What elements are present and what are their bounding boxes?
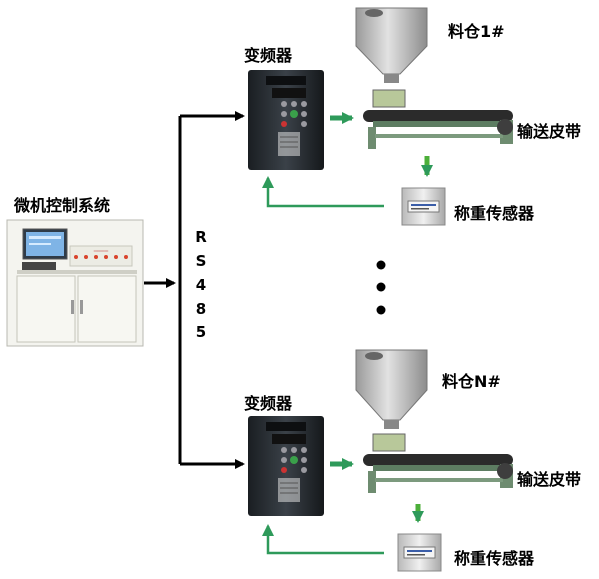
bus-char: 5 [195, 323, 207, 341]
bin-label: 料仓N# [442, 372, 501, 391]
ellipsis-dot [376, 282, 386, 292]
bus-char: 8 [195, 300, 207, 318]
sensor-label: 称重传感器 [454, 204, 535, 223]
vfd-label: 变频器 [244, 46, 293, 65]
bus-char: R [195, 228, 207, 246]
rs485-bus-wires [144, 111, 245, 469]
feeder-branch-n [248, 349, 513, 572]
conveyor-label: 输送皮带 [517, 122, 582, 141]
bin-image [355, 349, 428, 429]
feeder-branch-1 [248, 7, 513, 226]
vfd-image [248, 416, 324, 516]
vfd-image [248, 70, 324, 170]
bin-label: 料仓1# [448, 22, 505, 41]
bus-char: 4 [195, 276, 207, 294]
ellipsis-dot [376, 305, 386, 315]
ellipsis-dot [376, 260, 386, 270]
controller-cabinet-image: ════════ [6, 219, 144, 347]
load-cell-image [397, 533, 442, 572]
conveyor-label: 输送皮带 [517, 470, 582, 489]
conveyor-image [363, 433, 513, 493]
bus-char: S [195, 252, 207, 270]
bin-image [355, 7, 428, 83]
feedback-line [262, 524, 384, 555]
controller-label: 微机控制系统 [14, 196, 111, 215]
load-cell-image [401, 187, 446, 226]
sensor-label: 称重传感器 [454, 549, 535, 568]
vfd-label: 变频器 [244, 394, 293, 413]
conveyor-image [363, 89, 513, 149]
feedback-line [262, 176, 384, 208]
svg-text:════════: ════════ [93, 249, 109, 253]
